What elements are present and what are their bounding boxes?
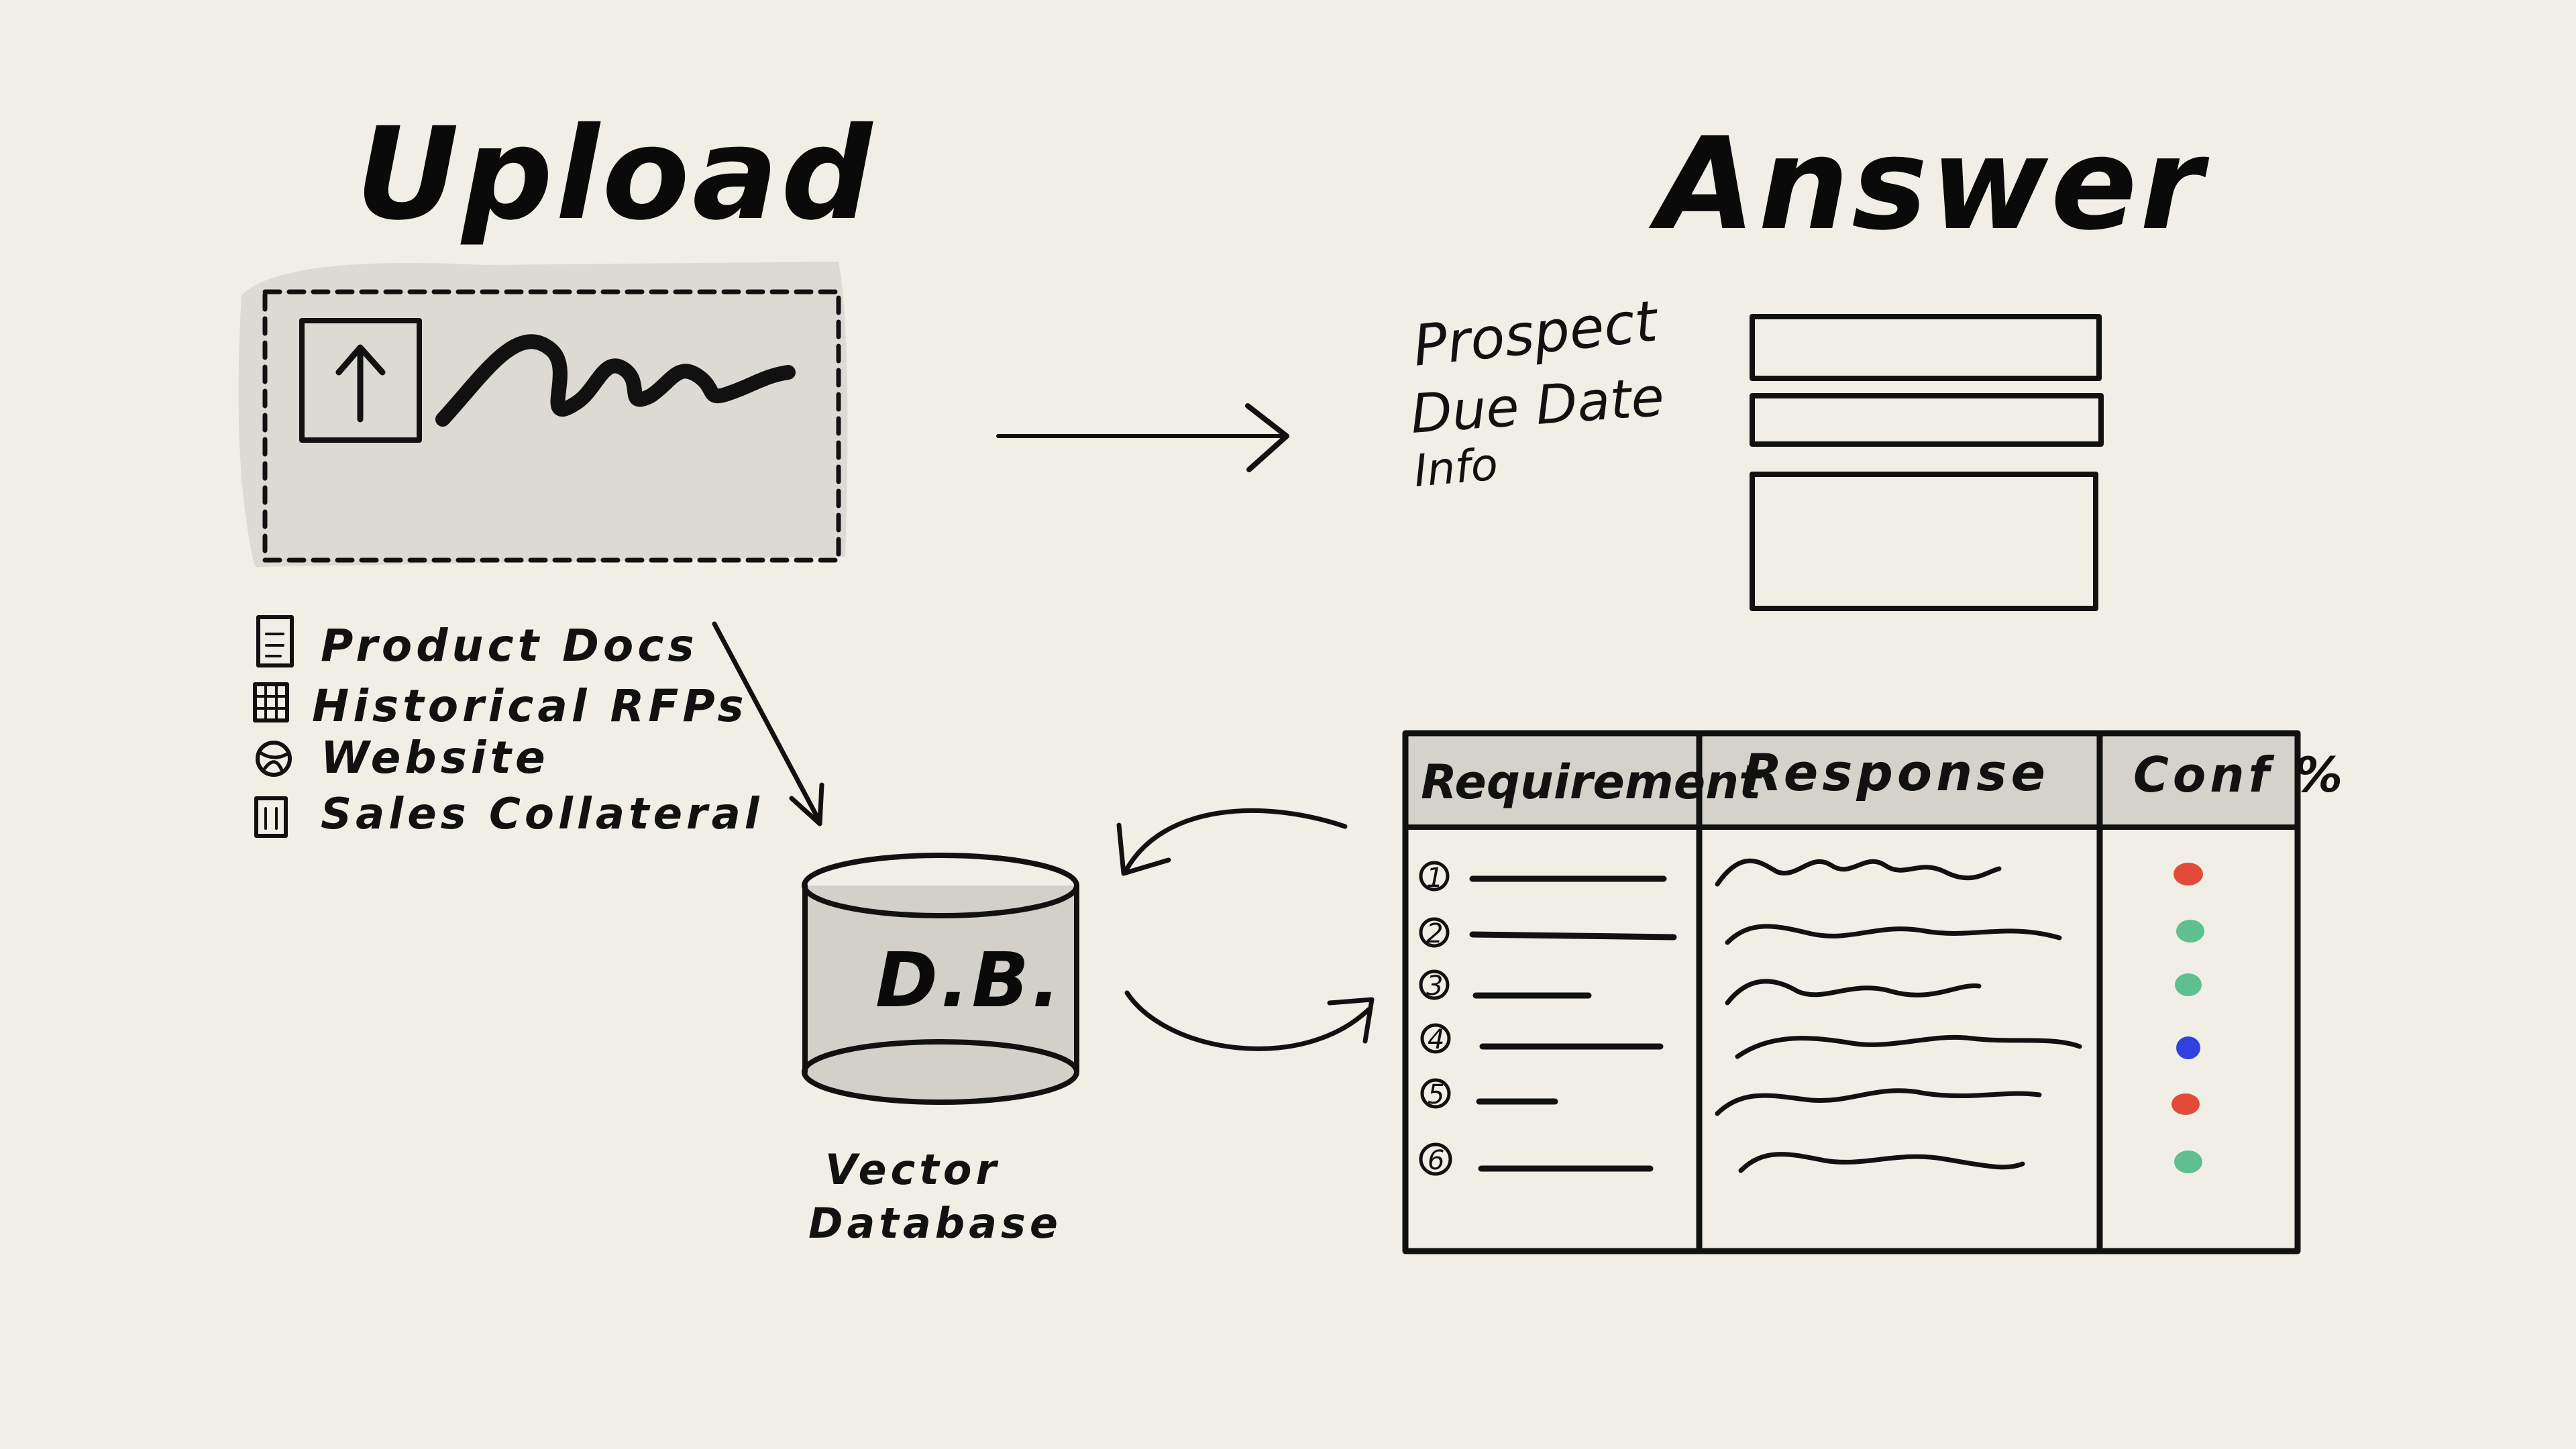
upload-arrow-icon[interactable]: [299, 318, 422, 443]
source-label-sales-collateral: Sales Collateral: [321, 790, 763, 839]
row-number: 3: [1426, 971, 1443, 1002]
row-number: 5: [1428, 1079, 1444, 1110]
column-header-confidence: Conf %: [2133, 747, 2347, 803]
confidence-dot: [2176, 920, 2204, 943]
source-label-product-docs: Product Docs: [321, 620, 698, 672]
row-number: 4: [1428, 1024, 1444, 1055]
source-label-historical-rfps: Historical RFPs: [312, 680, 748, 732]
form-label-info: Info: [1412, 438, 1500, 497]
source-label-website: Website: [321, 732, 549, 784]
form-label-due-date: Due Date: [1409, 366, 1666, 445]
arrow-to-answer: [996, 403, 1289, 472]
confidence-dot: [2174, 1150, 2202, 1173]
info-textarea[interactable]: [1750, 472, 2098, 611]
filename-scribble: [435, 334, 796, 427]
confidence-dot: [2174, 863, 2203, 885]
response-scribble: [1725, 924, 2062, 945]
table-row[interactable]: 4: [1420, 1023, 2200, 1059]
form-label-prospect: Prospect: [1410, 288, 1662, 379]
source-list: Product Docs Historical RFPs Website Sal…: [253, 615, 763, 839]
confidence-dot: [2176, 1036, 2200, 1059]
rfp-response-table: Requirement Response Conf % 1 2 3 4: [1402, 730, 2347, 1254]
response-scribble: [1735, 1034, 2082, 1059]
row-number: 2: [1426, 918, 1443, 949]
grid-icon: [253, 682, 289, 722]
prospect-input[interactable]: [1750, 314, 2102, 381]
table-row[interactable]: 1: [1419, 859, 2203, 894]
confidence-dot: [2171, 1093, 2200, 1115]
column-header-requirement: Requirement: [1421, 755, 1763, 810]
column-header-response: Response: [1743, 743, 2049, 802]
database-caption-line1: Vector: [825, 1145, 1000, 1194]
cycle-arrow-to-table: [1124, 990, 1375, 1051]
table-row[interactable]: 6: [1419, 1142, 2202, 1176]
due-date-input[interactable]: [1750, 393, 2104, 447]
response-scribble: [1715, 859, 2002, 887]
answer-title: Answer: [1648, 110, 2210, 258]
upload-dropzone[interactable]: [238, 262, 848, 567]
database-label: D.B.: [875, 937, 1063, 1024]
document-icon: [256, 615, 294, 667]
folder-icon: [254, 796, 288, 838]
table-row[interactable]: 2: [1419, 917, 2204, 949]
table-row[interactable]: 3: [1419, 969, 2202, 1006]
arrow-to-database: [712, 621, 824, 826]
upload-title: Upload: [356, 100, 875, 248]
confidence-dot: [2175, 973, 2202, 996]
vector-database-cylinder: D.B.: [802, 853, 1079, 1105]
requirement-line: [1469, 931, 1677, 941]
cycle-arrow-to-database: [1116, 808, 1348, 876]
globe-icon: [256, 741, 292, 777]
response-scribble: [1738, 1152, 2025, 1173]
table-row[interactable]: 5: [1420, 1078, 2200, 1116]
row-number: 1: [1426, 863, 1443, 894]
response-scribble: [1715, 1088, 2042, 1116]
database-caption-line2: Database: [808, 1199, 1062, 1248]
response-scribble: [1725, 979, 1982, 1006]
row-number: 6: [1428, 1145, 1444, 1176]
